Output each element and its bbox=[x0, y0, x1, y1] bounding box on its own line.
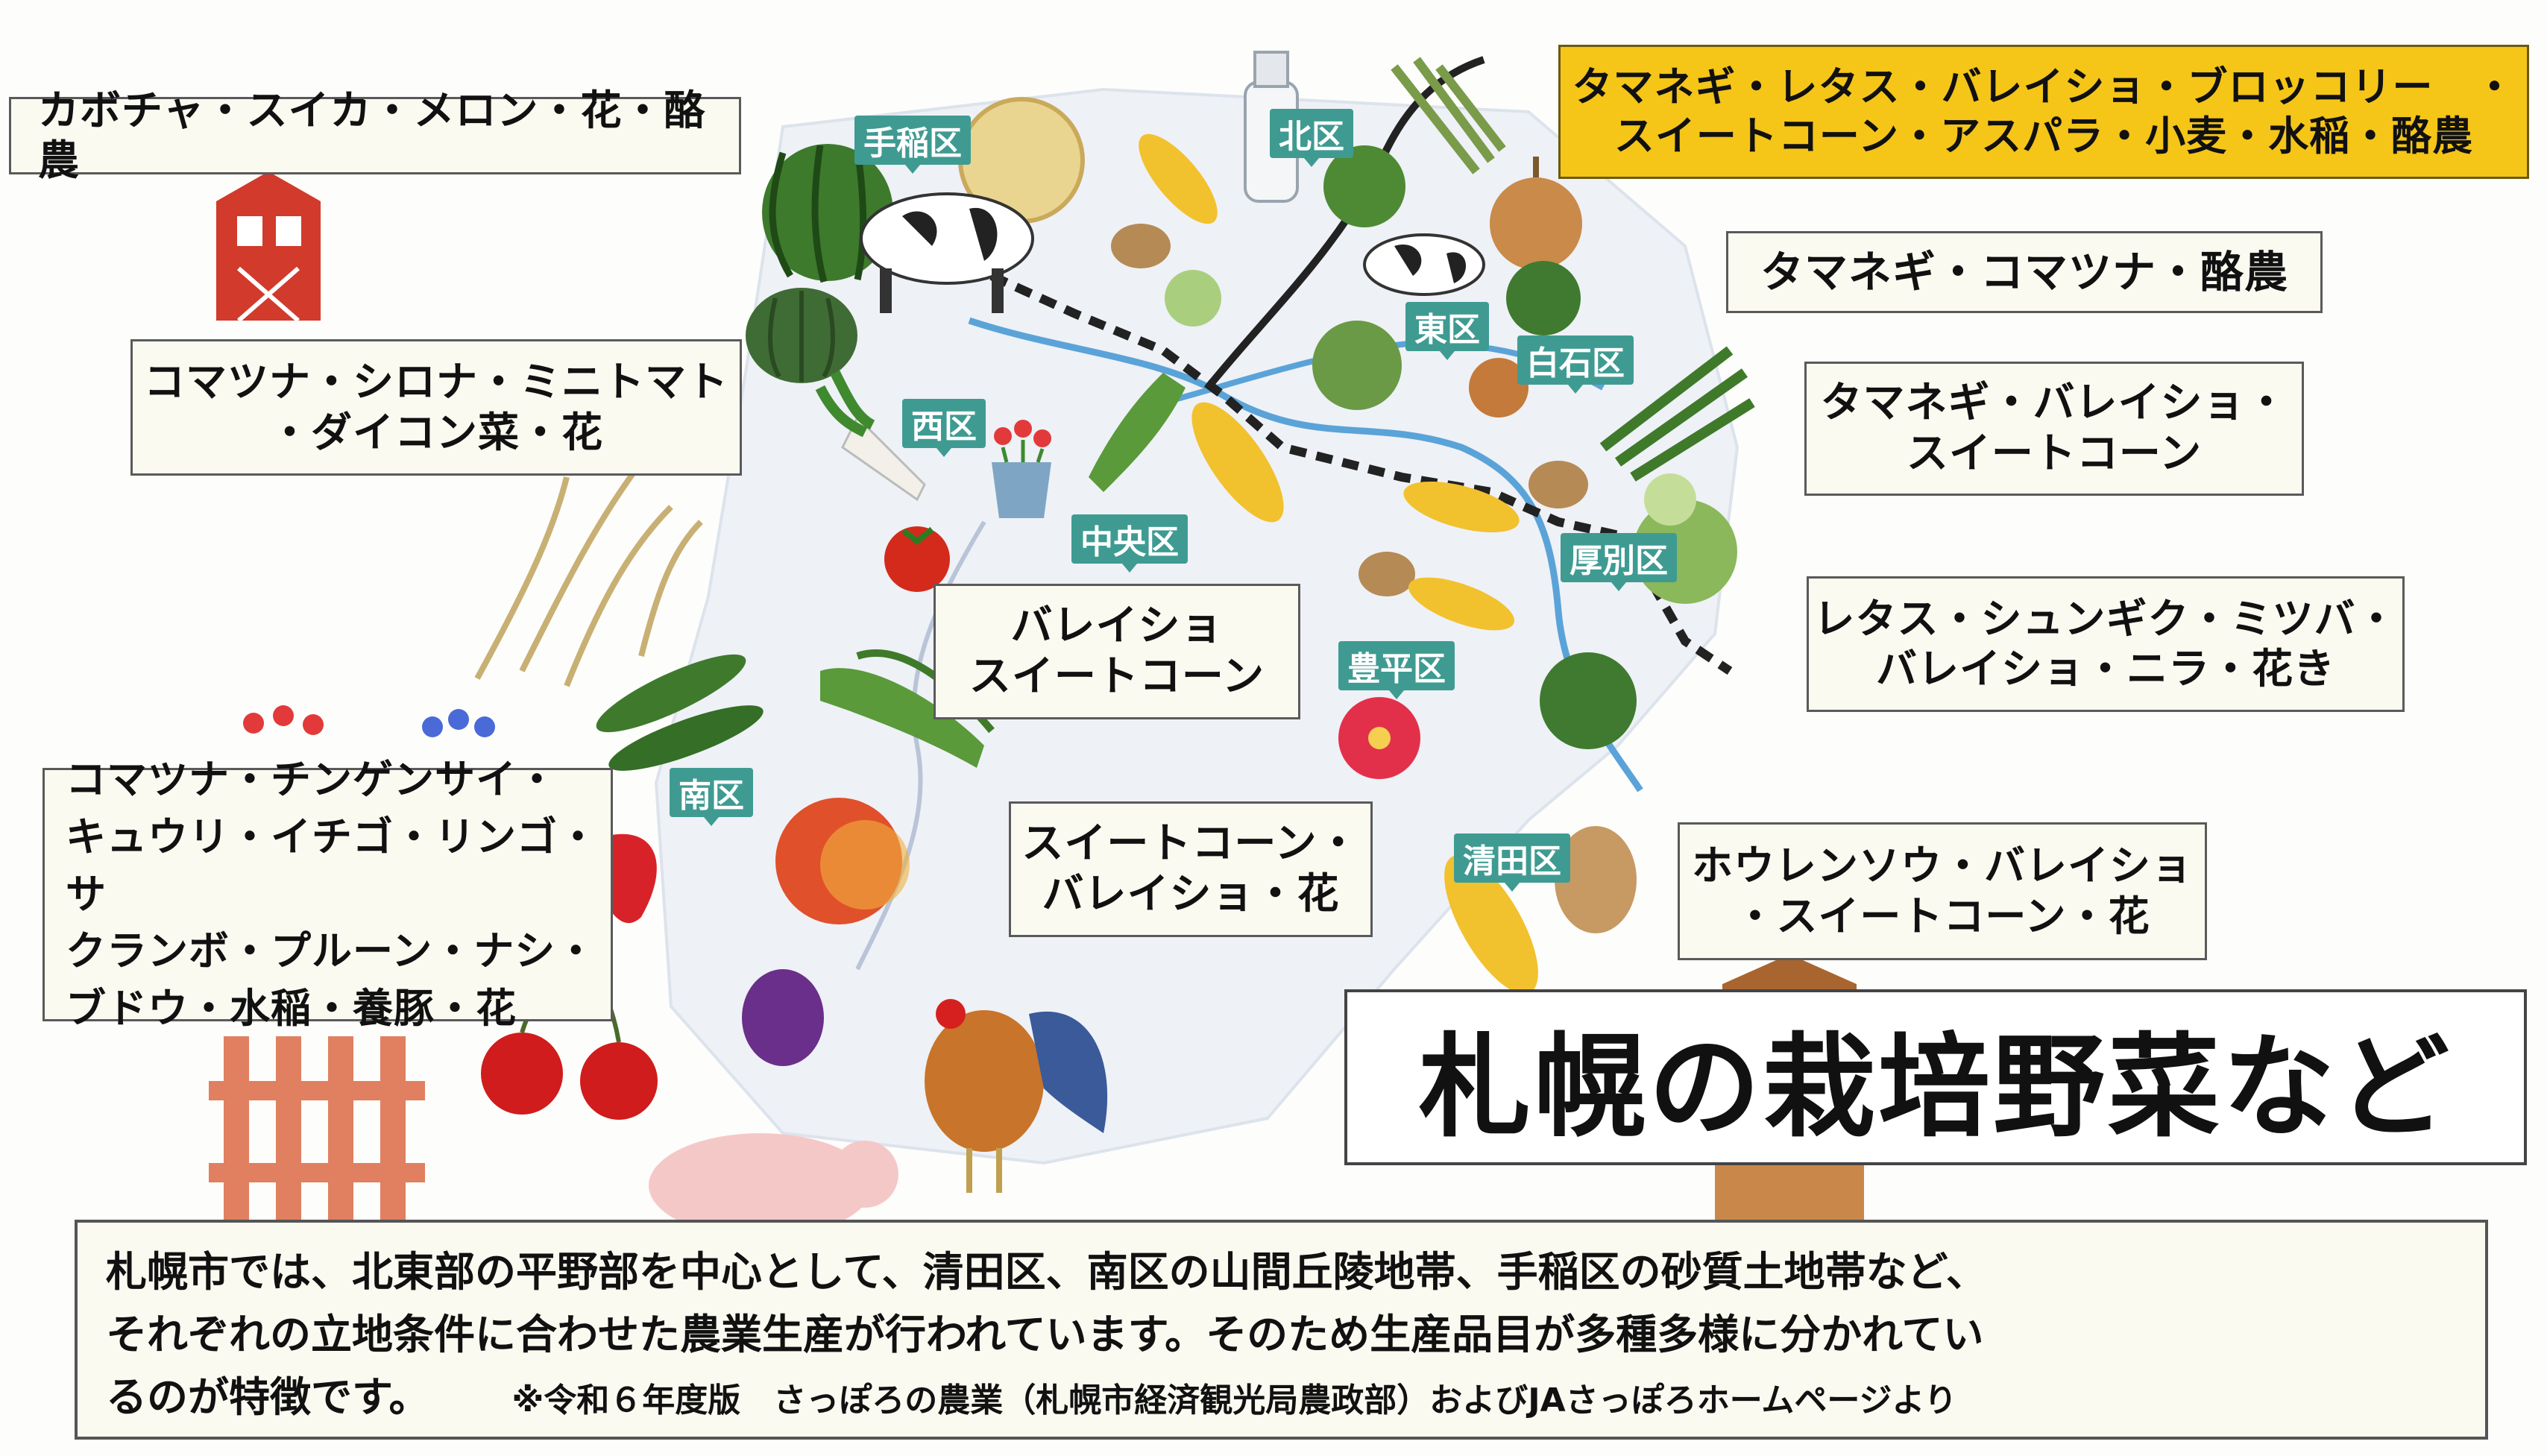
district-shiroishi: 白石区 bbox=[1517, 335, 1634, 394]
crops-higashi-box: タマネギ・コマツナ・酪農 bbox=[1726, 231, 2323, 313]
page-title-text: 札幌の栽培野菜など bbox=[1418, 1022, 2452, 1153]
plum-icon bbox=[742, 969, 824, 1066]
source-note: ※令和６年度版 さっぽろの農業（札幌市経済観光局農政部）およびJAさっぽろホーム… bbox=[511, 1381, 1957, 1419]
district-kita-label: 北区 bbox=[1279, 118, 1344, 156]
bok-choy-icon bbox=[1089, 373, 1186, 492]
district-chuo-label: 中央区 bbox=[1080, 523, 1179, 561]
cucumber-icon bbox=[596, 654, 764, 771]
crops-shiroishi-line-2: スイートコーン bbox=[1906, 429, 2203, 478]
onion-icon bbox=[1469, 157, 1582, 417]
crops-teine-box: カボチャ・スイカ・メロン・花・酪農 bbox=[9, 86, 741, 184]
district-atsubetsu-label: 厚別区 bbox=[1570, 542, 1668, 580]
district-minami: 南区 bbox=[670, 768, 753, 826]
crops-chuo-line-1: バレイショ bbox=[1010, 601, 1224, 650]
hibiscus-icon bbox=[1338, 697, 1420, 779]
crops-shiroishi-line-1: タマネギ・バレイショ・ bbox=[1820, 378, 2288, 427]
crops-atsubetsu-box: レタス・シュンギク・ミツバ・ バレイショ・ニラ・花き bbox=[1807, 576, 2405, 712]
district-toyohira: 豊平区 bbox=[1338, 641, 1455, 699]
description-line-1: 札幌市では、北東部の平野部を中心として、清田区、南区の山間丘陵地帯、手稲区の砂質… bbox=[106, 1248, 1987, 1296]
crops-kita-box: タマネギ・レタス・バレイショ・ブロッコリー ・ スイートコーン・アスパラ・小麦・… bbox=[1558, 45, 2529, 179]
crops-higashi-line-1: タマネギ・コマツナ・酪農 bbox=[1760, 246, 2288, 297]
description-line-3: るのが特徴です。 bbox=[106, 1373, 430, 1421]
rice-stalk-icon bbox=[474, 460, 703, 687]
district-nishi: 西区 bbox=[902, 399, 986, 457]
asparagus-icon bbox=[1391, 57, 1506, 174]
pig-icon bbox=[649, 1133, 898, 1238]
flowers-icon bbox=[243, 705, 495, 737]
district-teine: 手稲区 bbox=[854, 116, 971, 174]
crops-minami-line-3: クランボ・プルーン・ナシ・ bbox=[66, 927, 597, 975]
crops-nishi-line-1: コマツナ・シロナ・ミニトマト bbox=[143, 358, 728, 406]
district-atsubetsu: 厚別区 bbox=[1561, 533, 1677, 591]
district-kiyota-label: 清田区 bbox=[1463, 842, 1561, 880]
description-box: 札幌市では、北東部の平野部を中心として、清田区、南区の山間丘陵地帯、手稲区の砂質… bbox=[75, 1220, 2488, 1440]
crops-minami-line-1: コマツナ・チンゲンサイ・ bbox=[66, 756, 558, 804]
district-higashi-label: 東区 bbox=[1414, 311, 1480, 349]
crops-kiyota-box: ホウレンソウ・バレイショ ・スイートコーン・花 bbox=[1678, 822, 2207, 960]
crops-chuo-box: バレイショ スイートコーン bbox=[934, 584, 1300, 719]
crops-teine-line-1: カボチャ・スイカ・メロン・花・酪農 bbox=[38, 86, 706, 184]
corn-icon bbox=[1139, 133, 1538, 995]
apple-icon bbox=[775, 798, 910, 924]
district-higashi: 東区 bbox=[1405, 302, 1489, 360]
page-title: 札幌の栽培野菜など bbox=[1344, 989, 2527, 1165]
crops-nishi-line-2: ・ダイコン菜・花 bbox=[268, 408, 603, 456]
tomato-icon bbox=[884, 526, 950, 592]
crops-atsubetsu-line-1: レタス・シュンギク・ミツバ・ bbox=[1813, 594, 2398, 643]
cow-icon bbox=[860, 192, 1034, 313]
description-line-2: それぞれの立地条件に合わせた農業生産が行われています。そのため生産品目が多種多様… bbox=[106, 1311, 1984, 1358]
district-minami-label: 南区 bbox=[679, 777, 744, 815]
crops-kiyota-line-1: ホウレンソウ・バレイショ bbox=[1691, 842, 2193, 890]
district-nishi-label: 西区 bbox=[911, 408, 977, 446]
description-line-3-row: るのが特徴です。 ※令和６年度版 さっぽろの農業（札幌市経済観光局農政部）およびJ… bbox=[106, 1366, 2457, 1432]
crops-kiyota-line-2: ・スイートコーン・花 bbox=[1734, 892, 2150, 940]
district-teine-label: 手稲区 bbox=[863, 125, 962, 163]
crops-atsubetsu-line-2: バレイショ・ニラ・花き bbox=[1875, 645, 2335, 693]
crops-minami-box: コマツナ・チンゲンサイ・ キュウリ・イチゴ・リンゴ・サ クランボ・プルーン・ナシ… bbox=[42, 756, 613, 1032]
crops-toyohira-line-1: スイートコーン・ bbox=[1021, 819, 1360, 868]
district-shiroishi-label: 白石区 bbox=[1526, 344, 1625, 382]
pumpkin-icon bbox=[746, 288, 857, 383]
crops-toyohira-line-2: バレイショ・花 bbox=[1042, 870, 1340, 918]
flower-pot-icon bbox=[992, 420, 1051, 518]
fence-icon bbox=[209, 1036, 425, 1223]
daikon-icon bbox=[815, 370, 926, 502]
crops-minami-line-4: ブドウ・水稲・養豚・花 bbox=[66, 985, 517, 1033]
crops-toyohira-box: スイートコーン・ バレイショ・花 bbox=[1009, 801, 1373, 937]
district-kiyota: 清田区 bbox=[1454, 833, 1570, 892]
cabbage-icon bbox=[1165, 270, 1696, 526]
crops-kita-line-1: タマネギ・レタス・バレイショ・ブロッコリー ・ bbox=[1572, 63, 2516, 111]
district-chuo: 中央区 bbox=[1071, 514, 1188, 573]
crops-nishi-box: コマツナ・シロナ・ミニトマト ・ダイコン菜・花 bbox=[130, 339, 742, 476]
crops-shiroishi-box: タマネギ・バレイショ・ スイートコーン bbox=[1804, 362, 2304, 496]
district-toyohira-label: 豊平区 bbox=[1347, 650, 1446, 688]
watermelon-icon bbox=[762, 144, 893, 283]
potato-icon bbox=[1111, 224, 1637, 933]
crops-minami-line-2: キュウリ・イチゴ・リンゴ・サ bbox=[66, 813, 599, 918]
barn-icon bbox=[216, 171, 321, 323]
crops-chuo-line-2: スイートコーン bbox=[969, 652, 1265, 701]
rooster-icon bbox=[925, 999, 1108, 1193]
cow-north-icon bbox=[1363, 233, 1485, 296]
crops-kita-line-2: スイートコーン・アスパラ・小麦・水稲・酪農 bbox=[1613, 113, 2474, 160]
district-kita: 北区 bbox=[1270, 109, 1353, 167]
